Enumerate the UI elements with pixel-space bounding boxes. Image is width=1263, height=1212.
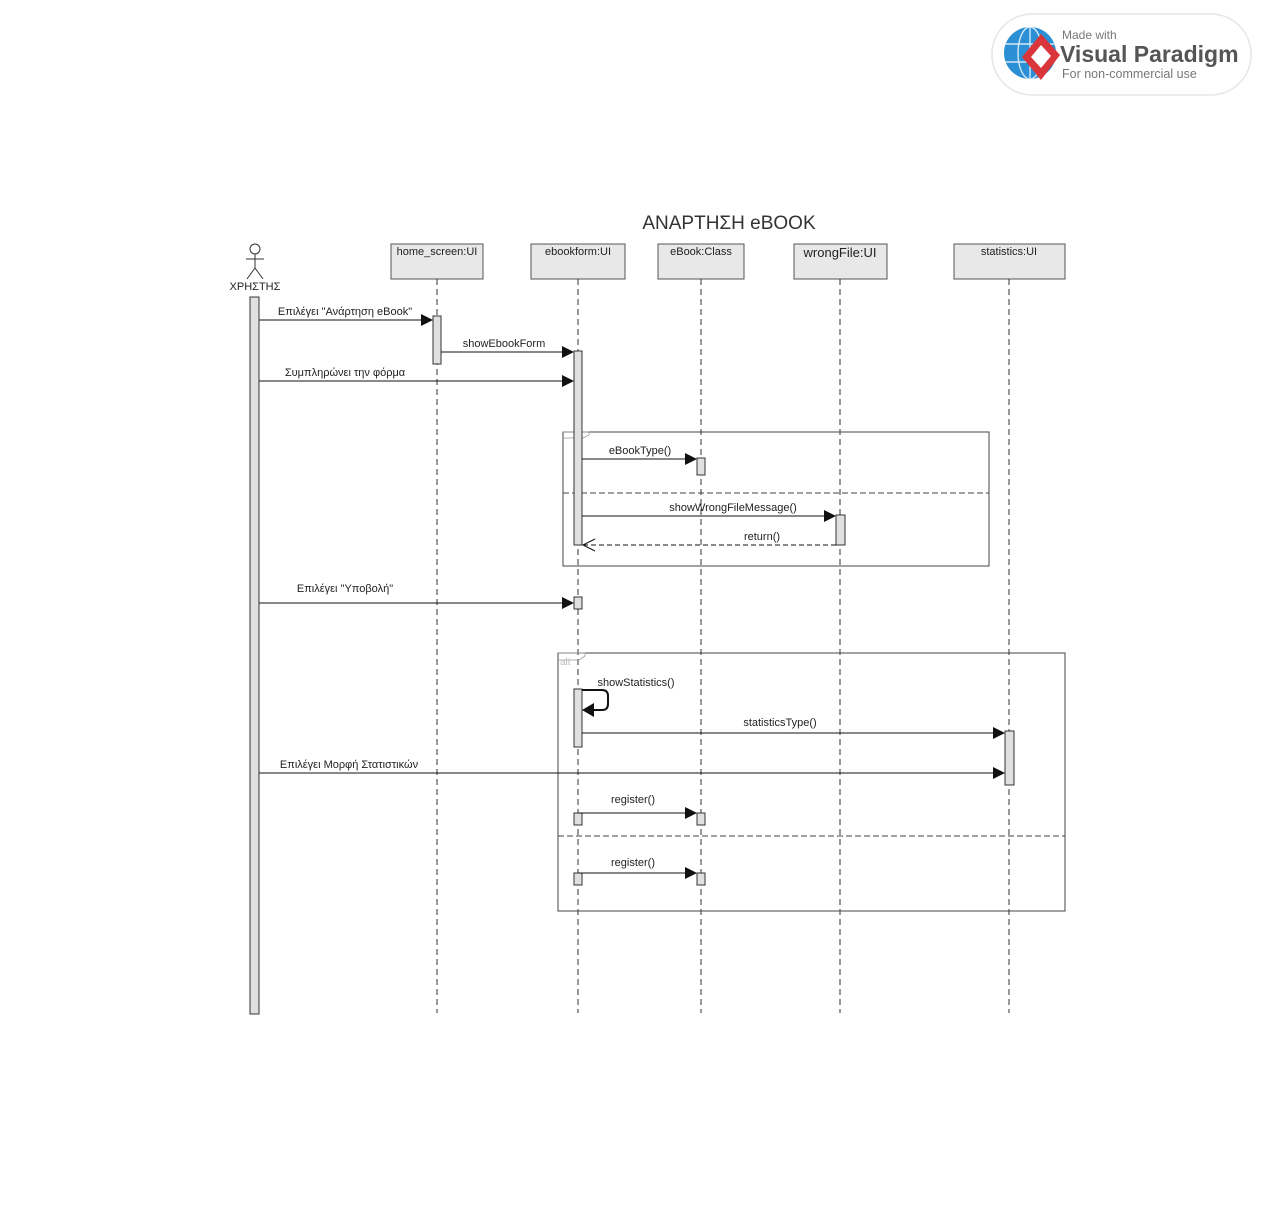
activation-bar [696, 872, 706, 886]
arrowhead-icon [421, 314, 433, 326]
activation-bar [696, 812, 706, 826]
arrowhead-icon [993, 727, 1005, 739]
actor: ΧΡΗΣΤΗΣ [230, 243, 281, 293]
activation-bar [573, 688, 583, 748]
lifeline-label: eBook:Class [670, 246, 732, 258]
message-label: statisticsType() [743, 717, 816, 729]
message-fill-form: Συμπληρώνει την φόρμα [259, 367, 574, 387]
arrowhead-icon [562, 346, 574, 358]
message-select-statistics-format: Επιλέγει Μορφή Στατιστικών [259, 759, 1005, 779]
message-label: Επιλέγει Μορφή Στατιστικών [280, 759, 419, 771]
activation-bar [573, 812, 583, 826]
message-return: return() [581, 531, 836, 552]
message-label: register() [611, 857, 655, 869]
activation-bar [835, 514, 846, 546]
arrowhead-icon [685, 867, 697, 879]
watermark-made-with: Made with [1062, 28, 1117, 42]
message-select-upload-ebook: Επιλέγει "Ανάρτηση eBook" [259, 306, 433, 326]
message-statistics-type: statisticsType() [582, 717, 1005, 739]
actor-label: ΧΡΗΣΤΗΣ [230, 281, 281, 293]
arrowhead-icon [562, 375, 574, 387]
activation-bar [573, 872, 583, 886]
combined-fragment-alt: alt [557, 652, 1066, 912]
visual-paradigm-watermark: Made with Visual Paradigm For non-commer… [991, 13, 1252, 96]
lifeline-ebook-class: eBook:Class [657, 243, 745, 280]
lifeline-label: statistics:UI [981, 246, 1037, 258]
message-label: showEbookForm [463, 338, 546, 350]
lifeline-wrongfile: wrongFile:UI [793, 243, 888, 280]
lifeline-label: home_screen:UI [397, 246, 478, 258]
activation-bar [696, 457, 706, 476]
lifeline-statistics: statistics:UI [953, 243, 1066, 280]
message-show-statistics: showStatistics() [582, 677, 675, 717]
open-arrowhead-icon [581, 538, 596, 552]
message-label: eBookType() [609, 445, 671, 457]
message-select-submit: Επιλέγει "Υποβολή" [259, 583, 574, 609]
watermark-subtitle: For non-commercial use [1062, 67, 1197, 81]
diagram-title: ΑΝΑΡΤΗΣΗ eBOOK [642, 213, 816, 234]
message-ebook-type: eBookType() [582, 445, 697, 465]
message-label: Επιλέγει "Υποβολή" [297, 583, 393, 595]
watermark-brand: Visual Paradigm [1060, 41, 1239, 67]
activation-bar [432, 315, 442, 365]
message-label: Επιλέγει "Ανάρτηση eBook" [278, 306, 412, 318]
activation-bar [573, 350, 583, 546]
lifeline-ebookform: ebookform:UI [530, 243, 626, 280]
message-show-wrong-file: showWrongFileMessage() [582, 502, 836, 522]
message-label: showWrongFileMessage() [669, 502, 797, 514]
fragment-operator: alt [560, 657, 571, 668]
message-label: register() [611, 794, 655, 806]
lifeline-label: ebookform:UI [545, 246, 611, 258]
message-show-ebook-form: showEbookForm [441, 338, 574, 358]
arrowhead-icon [824, 510, 836, 522]
message-label: Συμπληρώνει την φόρμα [285, 367, 406, 379]
message-register-2: register() [578, 857, 697, 879]
lifeline-home-screen: home_screen:UI [390, 243, 484, 280]
visual-paradigm-logo-icon [1004, 27, 1060, 80]
activation-bar-actor [249, 296, 260, 1015]
arrowhead-icon [685, 807, 697, 819]
message-label: showStatistics() [597, 677, 674, 689]
arrowhead-icon [993, 767, 1005, 779]
actor-figure-icon [246, 243, 264, 280]
arrowhead-icon [582, 703, 594, 717]
activation-bar [573, 596, 583, 610]
activation-bar [1004, 730, 1015, 786]
message-label: return() [744, 531, 780, 543]
lifeline-label: wrongFile:UI [803, 245, 877, 260]
arrowhead-icon [562, 597, 574, 609]
message-register-1: register() [578, 794, 697, 819]
arrowhead-icon [685, 453, 697, 465]
